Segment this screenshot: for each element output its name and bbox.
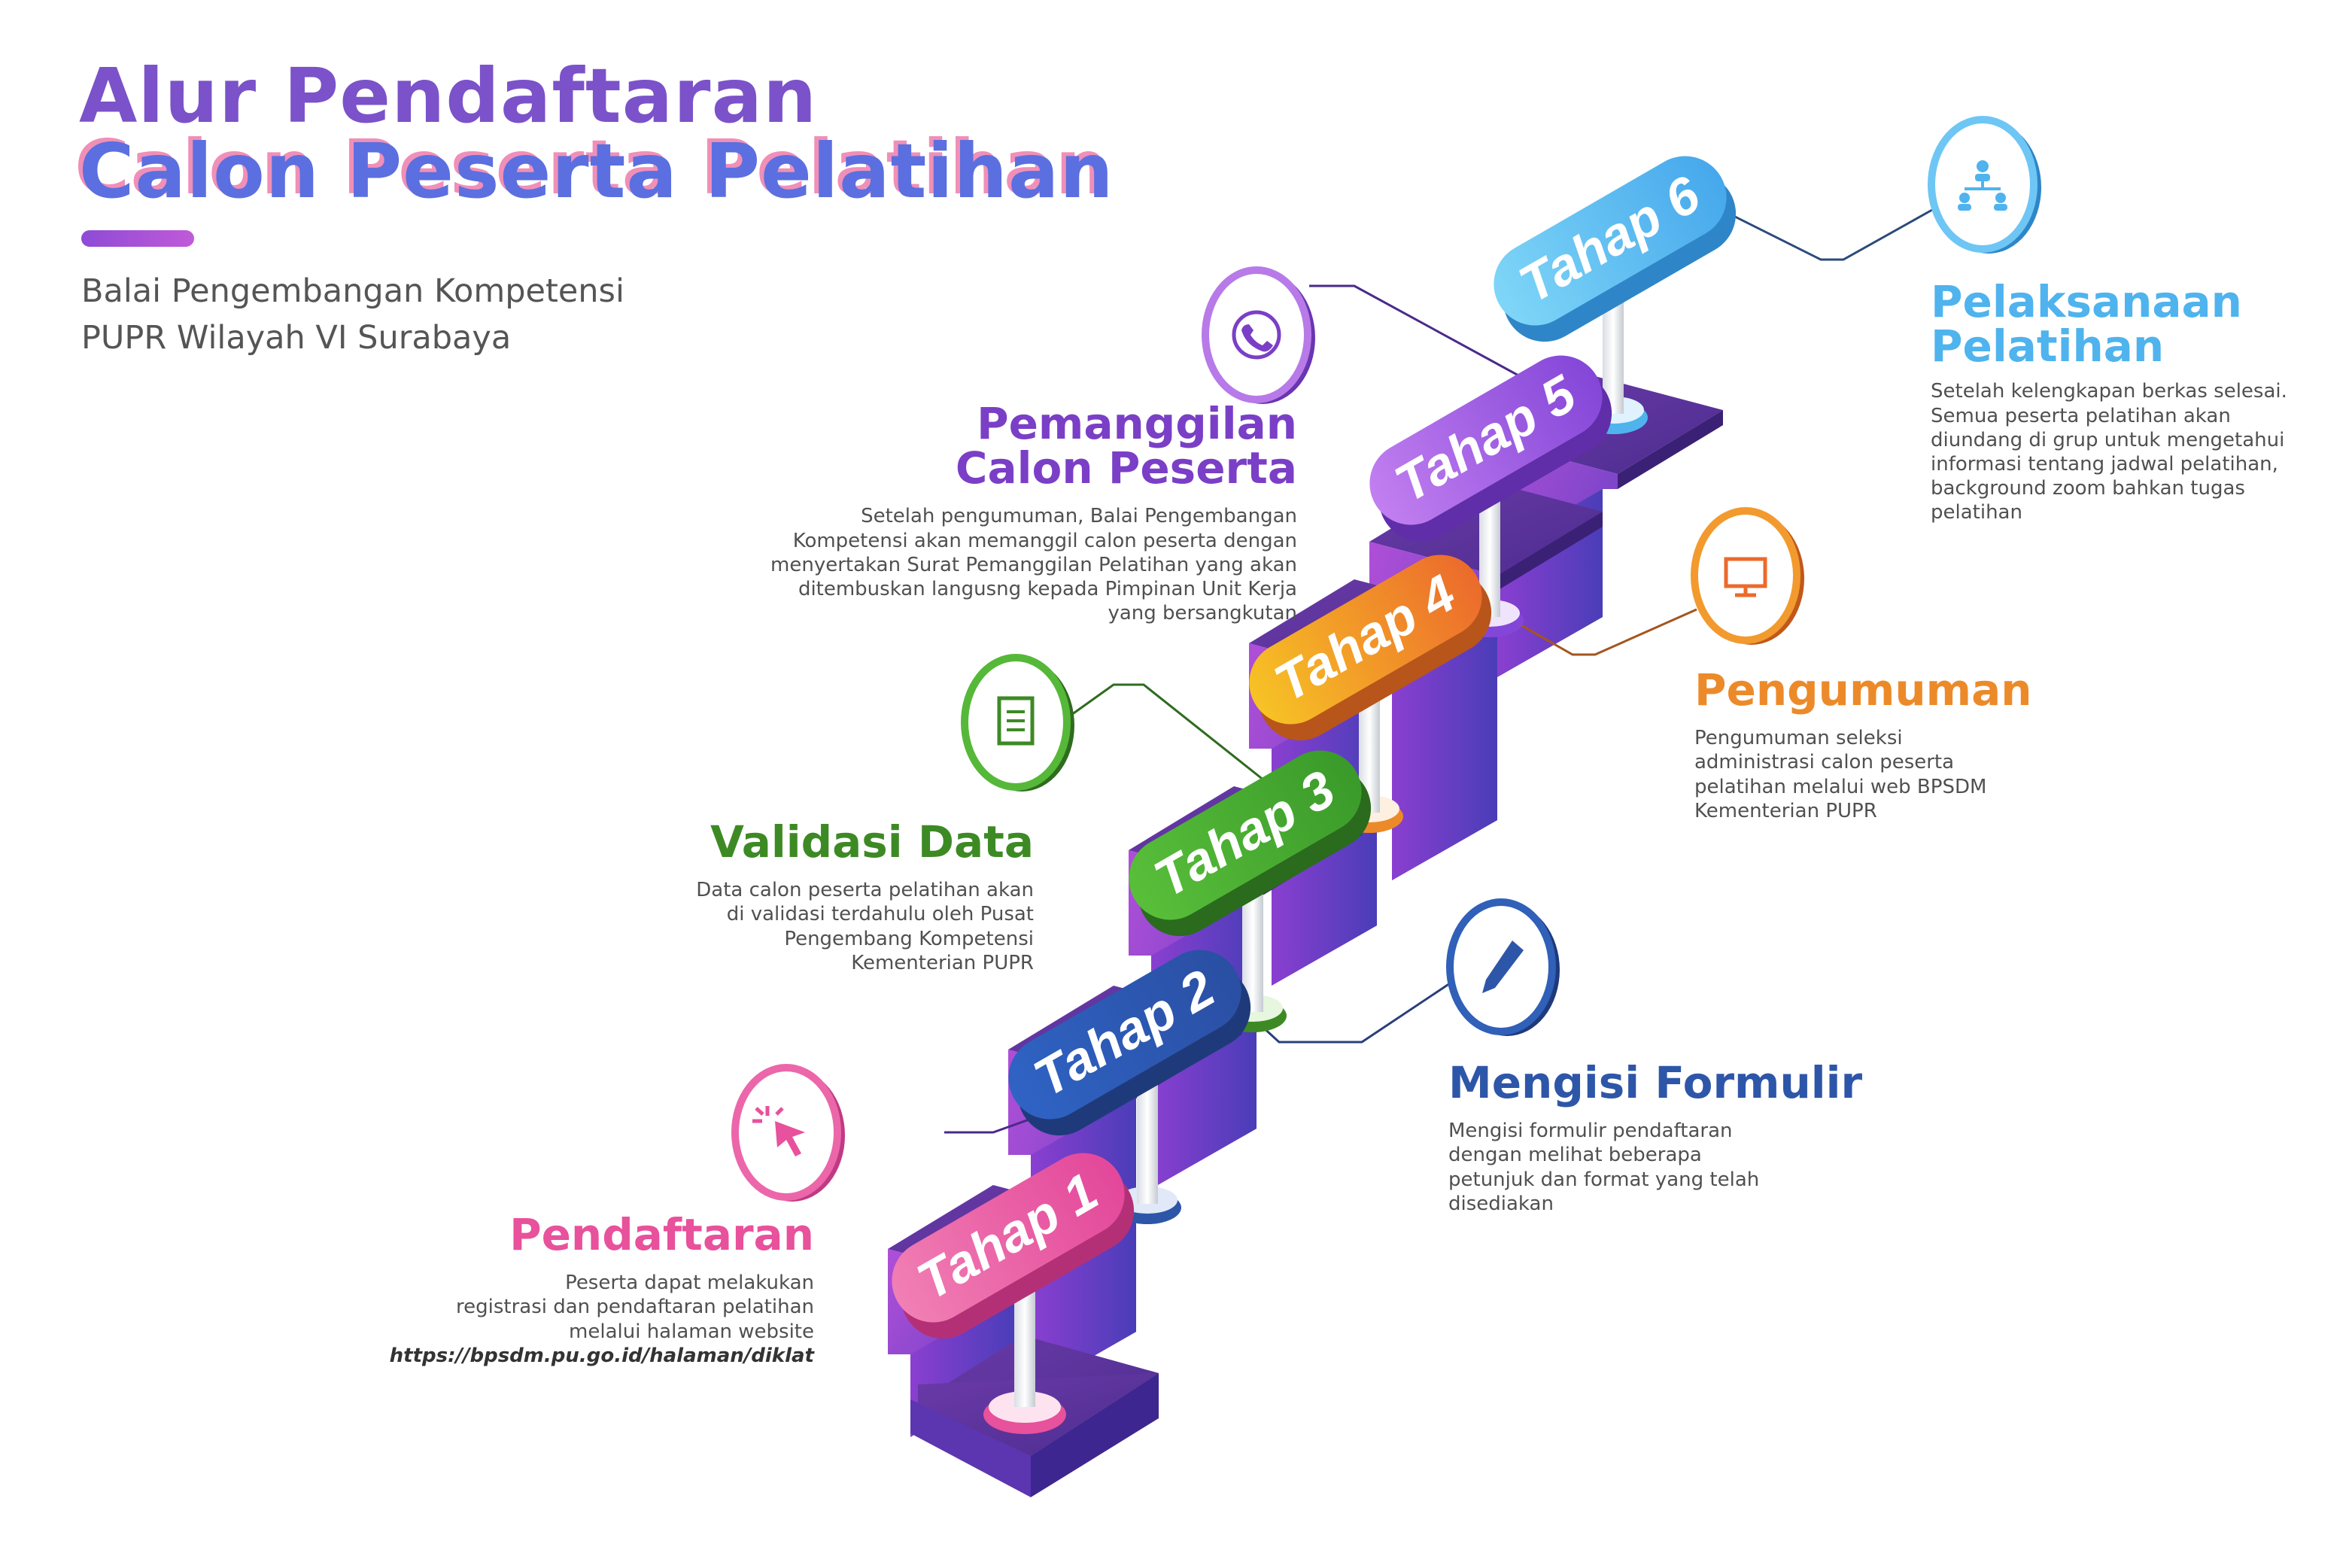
step-2-desc-line: petunjuk dan format yang telah — [1448, 1168, 1760, 1191]
step-3-desc-line: Data calon peserta pelatihan akan — [696, 879, 1034, 902]
step-5-text: Pemanggilan Calon Peserta Setelah pengum… — [770, 398, 1297, 625]
step-6-desc-line: background zoom bahkan tugas — [1931, 477, 2245, 500]
step-1-text: Pendaftaran Peserta dapat melakukan regi… — [390, 1209, 814, 1368]
step-6-text: Pelaksanaan Pelatihan Setelah kelengkapa… — [1931, 276, 2287, 525]
step-2-desc-line: disediakan — [1448, 1192, 1554, 1215]
step-3-desc-line: Pengembang Kompetensi — [784, 927, 1034, 950]
step-1-desc-line: registrasi dan pendaftaran pelatihan — [456, 1296, 814, 1319]
icon-disc-5 — [1202, 266, 1315, 404]
step-5-description: Setelah pengumuman, Balai Pengembangan K… — [770, 504, 1297, 625]
step-4-desc-line: pelatihan melalui web BPSDM — [1694, 775, 1987, 798]
step-3-desc-line: di validasi terdahulu oleh Pusat — [726, 903, 1034, 926]
step-6-title-line-2: Pelatihan — [1931, 321, 2165, 372]
monitor-icon — [1724, 557, 1767, 597]
step-5-desc-line: ditembuskan langusng kepada Pimpinan Uni… — [798, 578, 1297, 601]
icon-disc-3 — [961, 654, 1074, 792]
subtitle-line-2: PUPR Wilayah VI Surabaya — [81, 319, 512, 357]
step-2-desc-line: Mengisi formulir pendaftaran — [1448, 1120, 1733, 1143]
step-2-title: Mengisi Formulir — [1448, 1057, 1863, 1108]
subtitle: Balai Pengembangan Kompetensi PUPR Wilay… — [81, 268, 624, 362]
title-line-1: Alur Pendaftaran — [79, 52, 818, 140]
step-6-description: Setelah kelengkapan berkas selesai. Semu… — [1931, 379, 2287, 524]
step-1-description: Peserta dapat melakukan registrasi dan p… — [390, 1271, 814, 1368]
step-6-desc-line: Setelah kelengkapan berkas selesai. — [1931, 380, 2287, 403]
connector-line-6 — [1715, 205, 1938, 261]
step-6-desc-line: Semua peserta pelatihan akan — [1931, 404, 2231, 427]
icon-disc-4 — [1691, 507, 1804, 645]
step-1-url: https://bpsdm.pu.go.id/halaman/diklat — [389, 1344, 814, 1367]
step-5-desc-line: Kompetensi akan memanggil calon peserta … — [792, 529, 1297, 552]
sign-tahap-5: Tahap 5 — [1369, 355, 1612, 542]
icon-disc-2 — [1446, 898, 1560, 1036]
step-3-description: Data calon peserta pelatihan akan di val… — [696, 878, 1034, 975]
step-2-text: Mengisi Formulir Mengisi formulir pendaf… — [1448, 1057, 1863, 1216]
sign-tahap-4: Tahap 4 — [1249, 555, 1492, 741]
step-3-desc-line: Kementerian PUPR — [851, 951, 1034, 974]
step-1-desc-line: melalui halaman website — [569, 1320, 814, 1343]
connector-line-3 — [1060, 683, 1272, 788]
pencil-icon — [1482, 940, 1524, 993]
step-4-title: Pengumuman — [1694, 664, 2032, 716]
step-5-desc-line: Setelah pengumuman, Balai Pengembangan — [861, 505, 1297, 528]
title-line-2: Calon Peserta Pelatihan — [79, 127, 1114, 215]
icon-disc-1 — [731, 1064, 845, 1202]
step-4-text: Pengumuman Pengumuman seleksi administra… — [1694, 664, 2032, 823]
title-underline-bar — [81, 230, 194, 247]
step-2-description: Mengisi formulir pendaftaran dengan meli… — [1448, 1119, 1862, 1216]
step-5-title-line-2: Calon Peserta — [955, 442, 1297, 494]
step-6-desc-line: informasi tentang jadwal pelatihan, — [1931, 453, 2278, 476]
network-people-icon — [1958, 160, 2007, 211]
document-icon — [997, 696, 1035, 746]
step-5-desc-line: menyertakan Surat Pemanggilan Pelatihan … — [770, 553, 1297, 576]
cursor-click-icon — [752, 1106, 805, 1156]
step-1-title: Pendaftaran — [509, 1209, 814, 1260]
step-1-desc-line: Peserta dapat melakukan — [565, 1272, 814, 1295]
step-5-title-line-1: Pemanggilan — [977, 398, 1297, 449]
step-6-desc-line: diundang di grup untuk mengetahui — [1931, 428, 2285, 451]
subtitle-line-1: Balai Pengembangan Kompetensi — [81, 272, 624, 310]
step-6-desc-line: pelatihan — [1931, 501, 2022, 524]
phone-icon — [1232, 310, 1281, 360]
step-4-desc-line: Pengumuman seleksi — [1694, 727, 1903, 750]
step-5-desc-line: yang bersangkutan — [1108, 602, 1297, 625]
step-4-desc-line: administrasi calon peserta — [1694, 751, 1955, 774]
step-4-desc-line: Kementerian PUPR — [1694, 799, 1877, 822]
step-4-description: Pengumuman seleksi administrasi calon pe… — [1694, 726, 2032, 823]
step-2-desc-line: dengan melihat beberapa — [1448, 1144, 1702, 1167]
step-3-title: Validasi Data — [710, 816, 1034, 868]
step-3-text: Validasi Data Data calon peserta pelatih… — [696, 816, 1034, 975]
icon-disc-6 — [1928, 116, 2041, 254]
step-6-title-line-1: Pelaksanaan — [1931, 276, 2242, 327]
connector-line-5 — [1309, 284, 1521, 378]
